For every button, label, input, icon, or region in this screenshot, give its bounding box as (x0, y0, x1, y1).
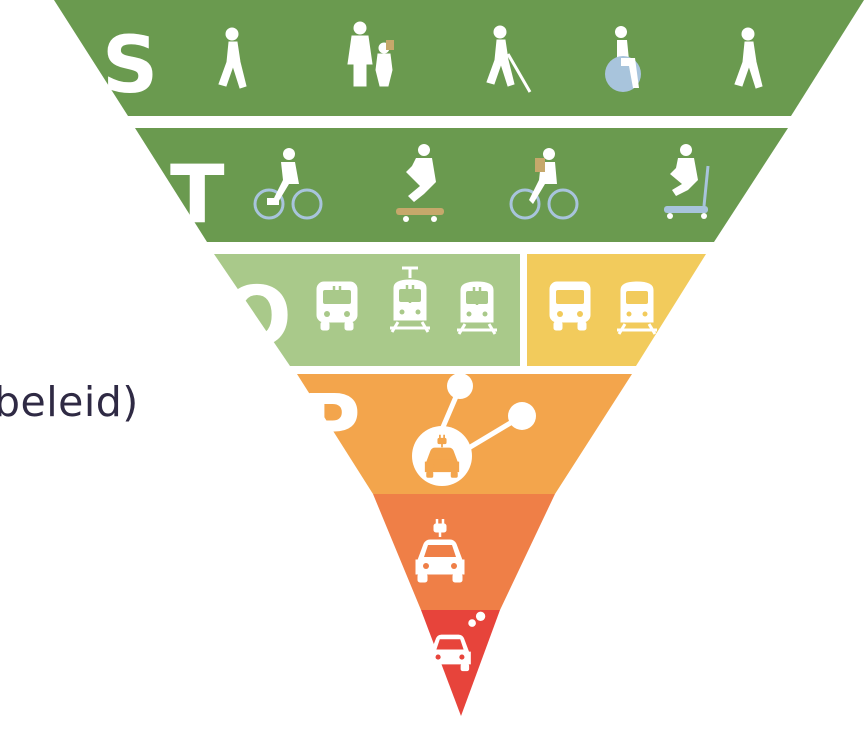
tier-o-band-electric (214, 254, 520, 366)
shared-electric-car-icon (412, 373, 536, 486)
skateboarder-icon (396, 144, 444, 222)
tier-s-band (54, 0, 864, 116)
wheelchair-user-icon (605, 26, 641, 92)
fuel-car-icon (429, 611, 486, 672)
electric-tram-icon (388, 266, 432, 334)
parent-child-icon (347, 21, 394, 87)
letter-p: P (302, 378, 361, 471)
electric-bicycle-icon (253, 148, 323, 220)
scooter-icon (664, 144, 710, 219)
side-text: beleid) (0, 378, 139, 426)
blind-person-cane-icon (486, 25, 532, 93)
tier-electric-car-band (373, 494, 555, 610)
letter-s: S (102, 21, 158, 111)
cyclist-backpack-icon (509, 148, 579, 220)
tier-p-band (297, 374, 632, 494)
letter-o: O (222, 270, 292, 365)
letter-t: T (170, 148, 225, 241)
